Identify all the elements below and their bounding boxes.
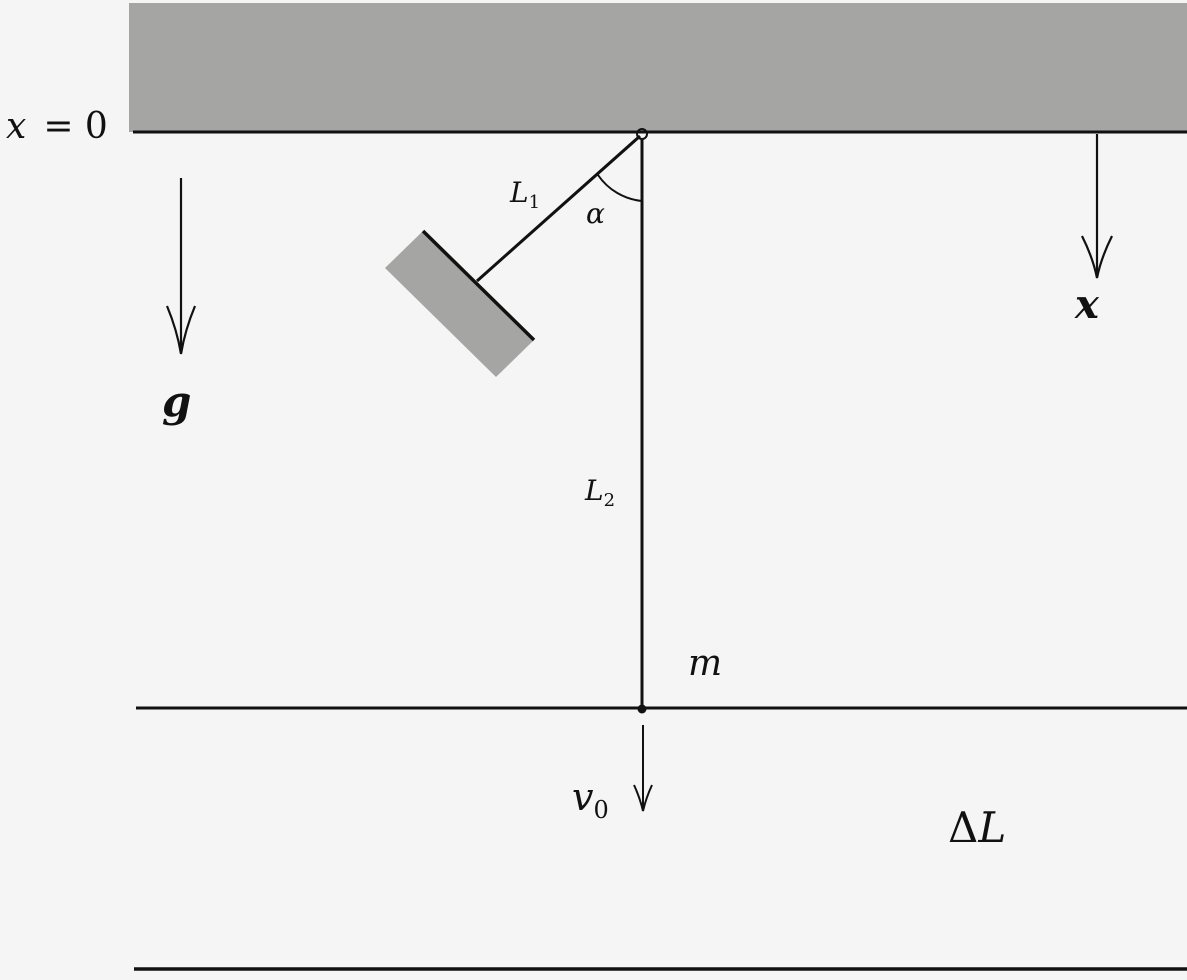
l2-label: L2: [584, 474, 615, 511]
mass-point: [637, 704, 647, 714]
velocity-label: v0: [572, 775, 609, 824]
x-axis-arrow: [1081, 134, 1113, 279]
gravity-arrow: [165, 178, 197, 355]
x-axis-label: x: [1074, 281, 1100, 328]
mass-label: m: [688, 643, 722, 684]
mirror: [385, 229, 536, 377]
angle-arc: [597, 174, 643, 202]
rod-l1: [476, 134, 641, 283]
velocity-arrow: [633, 725, 653, 812]
delta-l-label: ΔL: [948, 803, 1006, 852]
gravity-label: g: [162, 377, 191, 426]
ceiling-block: [129, 3, 1187, 132]
origin-label: x = 0: [6, 106, 108, 147]
l1-label: L1: [509, 176, 540, 213]
origin-variable: x: [6, 106, 26, 147]
angle-label: α: [586, 197, 605, 230]
origin-equals: = 0: [43, 106, 108, 147]
